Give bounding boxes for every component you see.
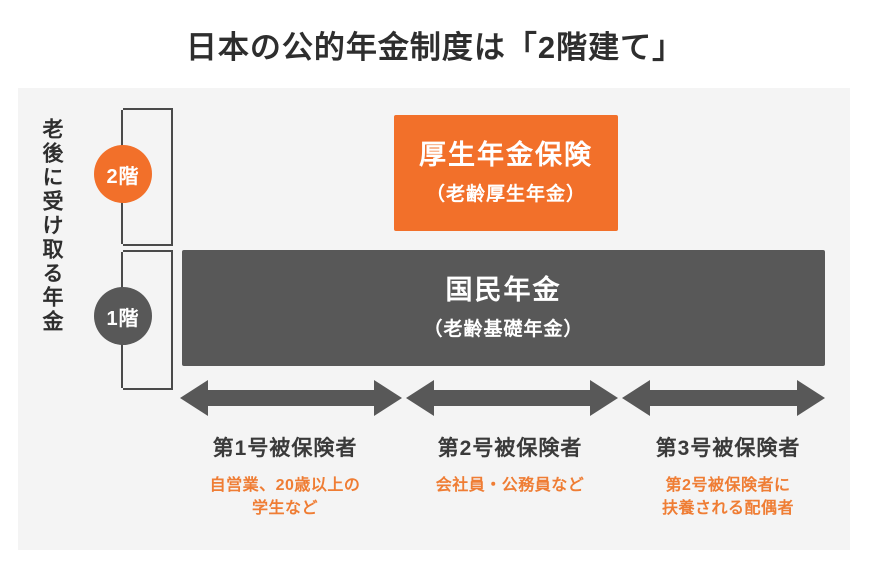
scheme-box-national-pension: 国民年金 （老齢基礎年金） bbox=[182, 250, 825, 366]
category-2-heading: 第2号被保険者 bbox=[437, 437, 583, 460]
page-title: 日本の公的年金制度は「2階建て」 bbox=[185, 30, 685, 65]
vertical-caption: 老後に受け取る年金 bbox=[40, 118, 63, 334]
category-1-heading: 第1号被保険者 bbox=[212, 437, 358, 460]
badge-tier2: 2階 bbox=[94, 145, 152, 203]
arrow-row bbox=[180, 378, 825, 418]
scheme-box-tier1-title: 国民年金 bbox=[445, 275, 562, 306]
span-arrow-1 bbox=[180, 378, 402, 418]
span-arrow-2 bbox=[406, 378, 618, 418]
category-column-1: 第1号被保険者 自営業、20歳以上の学生など bbox=[175, 432, 395, 520]
badge-tier1: 1階 bbox=[94, 287, 152, 345]
scheme-box-tier1-subtitle: （老齢基礎年金） bbox=[423, 318, 584, 340]
scheme-box-tier2-title: 厚生年金保険 bbox=[419, 140, 593, 171]
category-1-description: 自営業、20歳以上の学生など bbox=[209, 477, 361, 518]
scheme-box-employees-pension: 厚生年金保険 （老齢厚生年金） bbox=[394, 115, 618, 231]
category-3-heading: 第3号被保険者 bbox=[655, 437, 801, 460]
span-arrow-3 bbox=[622, 378, 825, 418]
category-column-2: 第2号被保険者 会社員・公務員など bbox=[400, 432, 620, 497]
category-3-description: 第2号被保険者に扶養される配偶者 bbox=[661, 477, 794, 518]
scheme-box-tier2-subtitle: （老齢厚生年金） bbox=[425, 183, 586, 205]
category-column-3: 第3号被保険者 第2号被保険者に扶養される配偶者 bbox=[618, 432, 838, 520]
category-2-description: 会社員・公務員など bbox=[435, 477, 585, 494]
